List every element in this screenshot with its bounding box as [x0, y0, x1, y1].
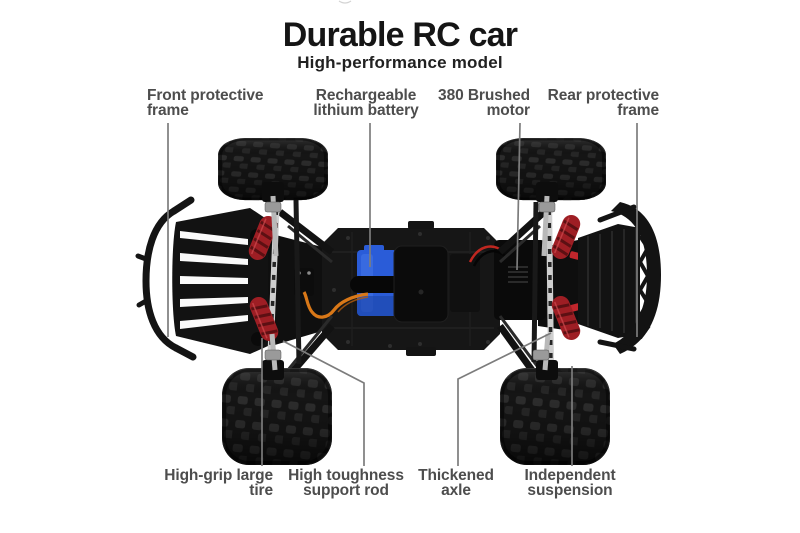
callout-thickened-axle: Thickened axle	[410, 467, 502, 499]
callout-label-line: motor	[486, 102, 531, 119]
callout-label-line: Independent	[524, 467, 616, 484]
servo-wire-shadow	[337, 296, 369, 313]
rear-lattice-band	[611, 202, 661, 354]
callout-label-line: tire	[249, 482, 273, 499]
receiver-box	[450, 254, 480, 312]
callout-label-line: frame	[617, 102, 659, 119]
callout-high-grip-large-tire: High-grip large tire	[150, 467, 273, 499]
front-bumper-hook-bottom	[172, 344, 197, 361]
chassis-tab	[408, 221, 434, 229]
front-skid-slot	[180, 253, 248, 265]
axles-and-knuckles	[262, 182, 558, 380]
callout-label-line: High-grip large	[164, 467, 273, 484]
support-rod-right-rungs	[547, 196, 553, 367]
front-skid-slot	[180, 315, 248, 329]
callout-label-line: 380 Brushed	[438, 87, 530, 104]
suspension-arm	[277, 209, 335, 255]
callout-380-brushed-motor: 380 Brushed motor	[418, 87, 531, 119]
page-title: Durable RC car	[282, 16, 518, 54]
chassis-oval-slot	[350, 276, 402, 293]
support-rod-right-dark	[531, 201, 539, 363]
front-protective-frame-part	[135, 196, 322, 361]
tire-rear-right	[498, 366, 612, 467]
callout-high-toughness-support-rod: High toughness support rod	[283, 467, 409, 499]
axle-hex-nut	[264, 201, 282, 213]
callout-label-line: lithium battery	[313, 102, 419, 119]
rear-protective-frame-part	[538, 202, 661, 354]
callout-label-line: Thickened	[418, 467, 494, 484]
leader-380-brushed-motor	[516, 122, 521, 271]
front-bumper-hook-top	[170, 196, 195, 215]
top-edge-artifact	[338, 0, 352, 4]
callout-rechargeable-lithium-battery: Rechargeable lithium battery	[296, 87, 436, 119]
callout-label-line: frame	[147, 102, 189, 119]
callout-label-line: suspension	[527, 482, 613, 499]
callout-label-line: Front protective	[147, 87, 264, 104]
callout-front-protective-frame: Front protective frame	[147, 87, 282, 119]
esc-box	[393, 245, 449, 323]
rear-lattice-strut	[597, 204, 637, 223]
motor-wire-black	[472, 249, 507, 267]
front-bumper-nub	[135, 253, 149, 262]
front-bumper-bar	[142, 207, 180, 352]
callout-label-line: Rechargeable	[315, 87, 417, 104]
support-rod-left-dark	[293, 199, 302, 365]
leader-lines	[167, 122, 638, 466]
servo-screw	[307, 271, 311, 275]
page-subtitle: High-performance model	[297, 53, 503, 72]
front-skid-slot	[180, 276, 248, 284]
callout-label-line: support rod	[303, 482, 389, 499]
rear-lattice-truss	[637, 234, 651, 340]
front-bumper-nub	[136, 298, 149, 308]
rear-red-clip	[569, 303, 581, 312]
tire-rear-left	[220, 366, 334, 467]
callout-independent-suspension: Independent suspension	[517, 467, 623, 499]
callout-label-line: High toughness	[288, 467, 404, 484]
axle-hex-nut	[532, 349, 550, 361]
wheel-knuckle	[262, 182, 284, 202]
wheel-knuckle	[536, 182, 558, 202]
suspension-link	[286, 315, 334, 371]
rear-red-clip	[569, 251, 581, 260]
callout-rear-protective-frame: Rear protective frame	[532, 87, 659, 119]
servo-wire-orange	[302, 291, 369, 319]
front-skid-slot	[180, 297, 248, 307]
leader-high-toughness-support-rod	[282, 340, 365, 466]
chassis-tab	[406, 347, 436, 356]
axle-hex-nut	[538, 201, 556, 213]
rear-lattice-strut	[597, 339, 637, 352]
callout-label-line: axle	[441, 482, 471, 499]
front-skid-slot	[180, 231, 248, 245]
esc-screw	[418, 289, 424, 295]
leader-thickened-axle	[457, 332, 552, 466]
axle-hex-nut	[264, 349, 282, 361]
callout-label-line: Rear protective	[547, 87, 659, 104]
